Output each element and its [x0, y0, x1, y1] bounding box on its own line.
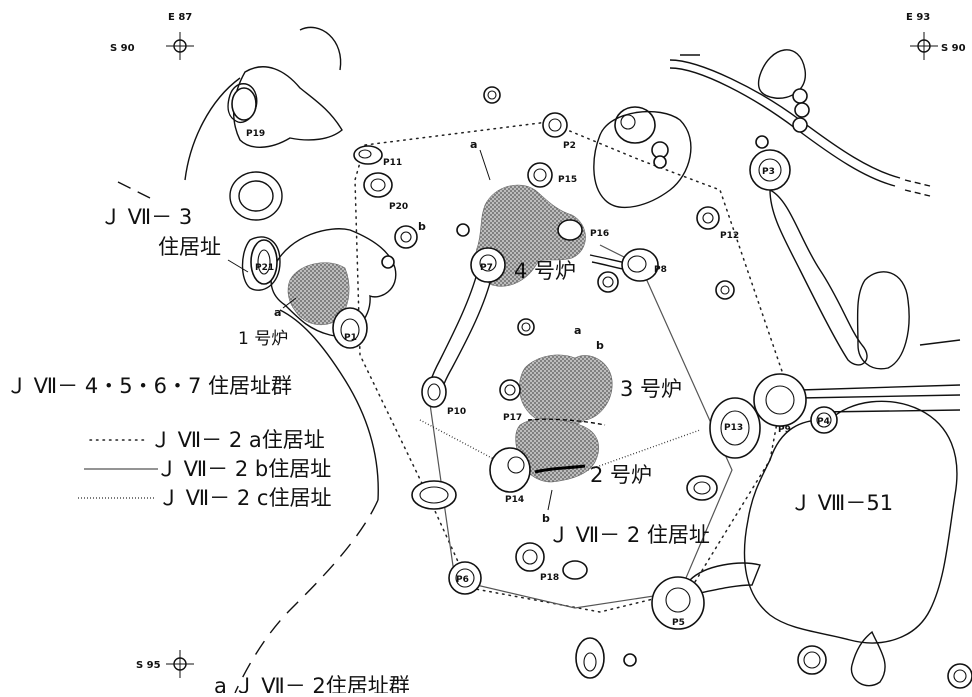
pits [231, 86, 972, 689]
pit-label-p20: P20 [389, 202, 408, 212]
house-outline-2c [419, 419, 701, 481]
pit-label-p15: P15 [558, 175, 577, 185]
label-jukyoshi: 住居址 [158, 235, 221, 259]
label-hearth-3: 3 号炉 [620, 377, 682, 401]
pit-label-p13: P13 [724, 423, 743, 433]
pit-p21 [250, 239, 278, 285]
pit-label-p10: P10 [447, 407, 466, 417]
pit-label-p3: P3 [762, 167, 775, 177]
right-side-features [669, 49, 961, 413]
pit-label-p8: P8 [654, 265, 667, 275]
pit-label-p11: P11 [383, 158, 402, 168]
pit-p10 [421, 376, 447, 408]
pit-p20 [363, 172, 393, 198]
grid-e87: E 87 [168, 12, 192, 23]
pit-p13 [709, 397, 761, 459]
pit-p11 [353, 145, 383, 165]
label-j8-51: Ｊ Ⅷ－51 [790, 491, 893, 515]
legend-label-2c: Ｊ Ⅶ－ 2 c住居址 [158, 486, 331, 510]
label-hearth-2: 2 号炉 [590, 463, 652, 487]
pit-label-p14: P14 [505, 495, 524, 505]
section-mark-a-center: a [574, 324, 581, 337]
pit-p1 [332, 307, 368, 349]
grid-s90-right: S 90 [941, 43, 966, 54]
label-hearth-4: 4 号炉 [514, 259, 576, 283]
pit-p15 [527, 162, 553, 188]
pit-p8 [621, 248, 659, 282]
pit-label-p9: P9 [778, 425, 791, 435]
pit-p4 [810, 406, 838, 434]
pit-label-p2: P2 [563, 141, 576, 151]
pit-label-p5: P5 [672, 618, 685, 628]
section-mark-a-left: a [274, 306, 281, 319]
label-hearth-1: 1 号炉 [238, 329, 288, 349]
pit-label-p16: P16 [590, 229, 609, 239]
section-mark-a-top: a [470, 138, 477, 151]
pit-p17 [499, 379, 521, 401]
text-labels: Ｊ Ⅶ－ 3 住居址 1 号炉 4 号炉 3 号炉 2 号炉 Ｊ Ⅶ－ 4・5・… [6, 205, 893, 697]
pit-label-p18: P18 [540, 573, 559, 583]
pit-label-p21: P21 [255, 263, 274, 273]
label-group: Ｊ Ⅶ－ 4・5・6・7 住居址群 [6, 374, 292, 398]
grid-e93: E 93 [906, 12, 930, 23]
pit-p7 [470, 247, 506, 283]
pit-label-p12: P12 [720, 231, 739, 241]
pit-label-p17: P17 [503, 413, 522, 423]
house-j7-3-outline [117, 26, 397, 694]
label-j7-3: Ｊ Ⅶ－ 3 [100, 205, 192, 229]
legend-label-2b: Ｊ Ⅶ－ 2 b住居址 [156, 457, 331, 481]
section-mark-b-top: b [418, 220, 426, 233]
pit-labels: P1 P2 P3 P4 P5 P6 P7 P8 P9 P10 P11 P12 P… [246, 129, 830, 628]
grid-cross-nw [166, 32, 194, 60]
pit-label-p19: P19 [246, 129, 265, 139]
grid-cross-ne [910, 32, 938, 60]
house-outline-2a [354, 121, 786, 613]
hearth-3 [519, 354, 613, 428]
grid-s95: S 95 [136, 660, 161, 671]
pit-p12 [696, 206, 720, 230]
section-mark-b-bottom: b [542, 512, 550, 525]
pit-p6 [448, 561, 482, 595]
pit-p14 [489, 447, 531, 493]
section-marks: a b a b a b [274, 138, 604, 525]
grid-cross-sw [166, 650, 194, 678]
feature-j8-51 [689, 400, 958, 687]
label-j7-2: Ｊ Ⅶ－ 2 住居址 [548, 523, 710, 547]
pit-p19 [231, 87, 257, 121]
grid-s90-left: S 90 [110, 43, 135, 54]
label-bottom-caption: a Ｊ Ⅶ－ 2住居址群 [214, 674, 410, 693]
pit-p9 [753, 373, 807, 427]
pit-label-p7: P7 [480, 263, 493, 273]
grid-markers: E 87 S 90 E 93 S 90 S 95 [110, 12, 966, 678]
legend-label-2a: Ｊ Ⅶ－ 2 a住居址 [150, 428, 325, 452]
pit-p2 [542, 112, 568, 138]
legend: Ｊ Ⅶ－ 2 a住居址 Ｊ Ⅶ－ 2 b住居址 Ｊ Ⅶ－ 2 c住居址 [78, 428, 331, 510]
pit-p18 [515, 542, 545, 572]
pit-label-p4: P4 [817, 417, 830, 427]
pit-p3 [749, 149, 791, 191]
pit-label-p1: P1 [344, 333, 357, 343]
section-mark-b-center: b [596, 339, 604, 352]
pit-p16 [557, 219, 583, 241]
pit-p5 [651, 576, 705, 630]
pit-label-p6: P6 [456, 575, 469, 585]
